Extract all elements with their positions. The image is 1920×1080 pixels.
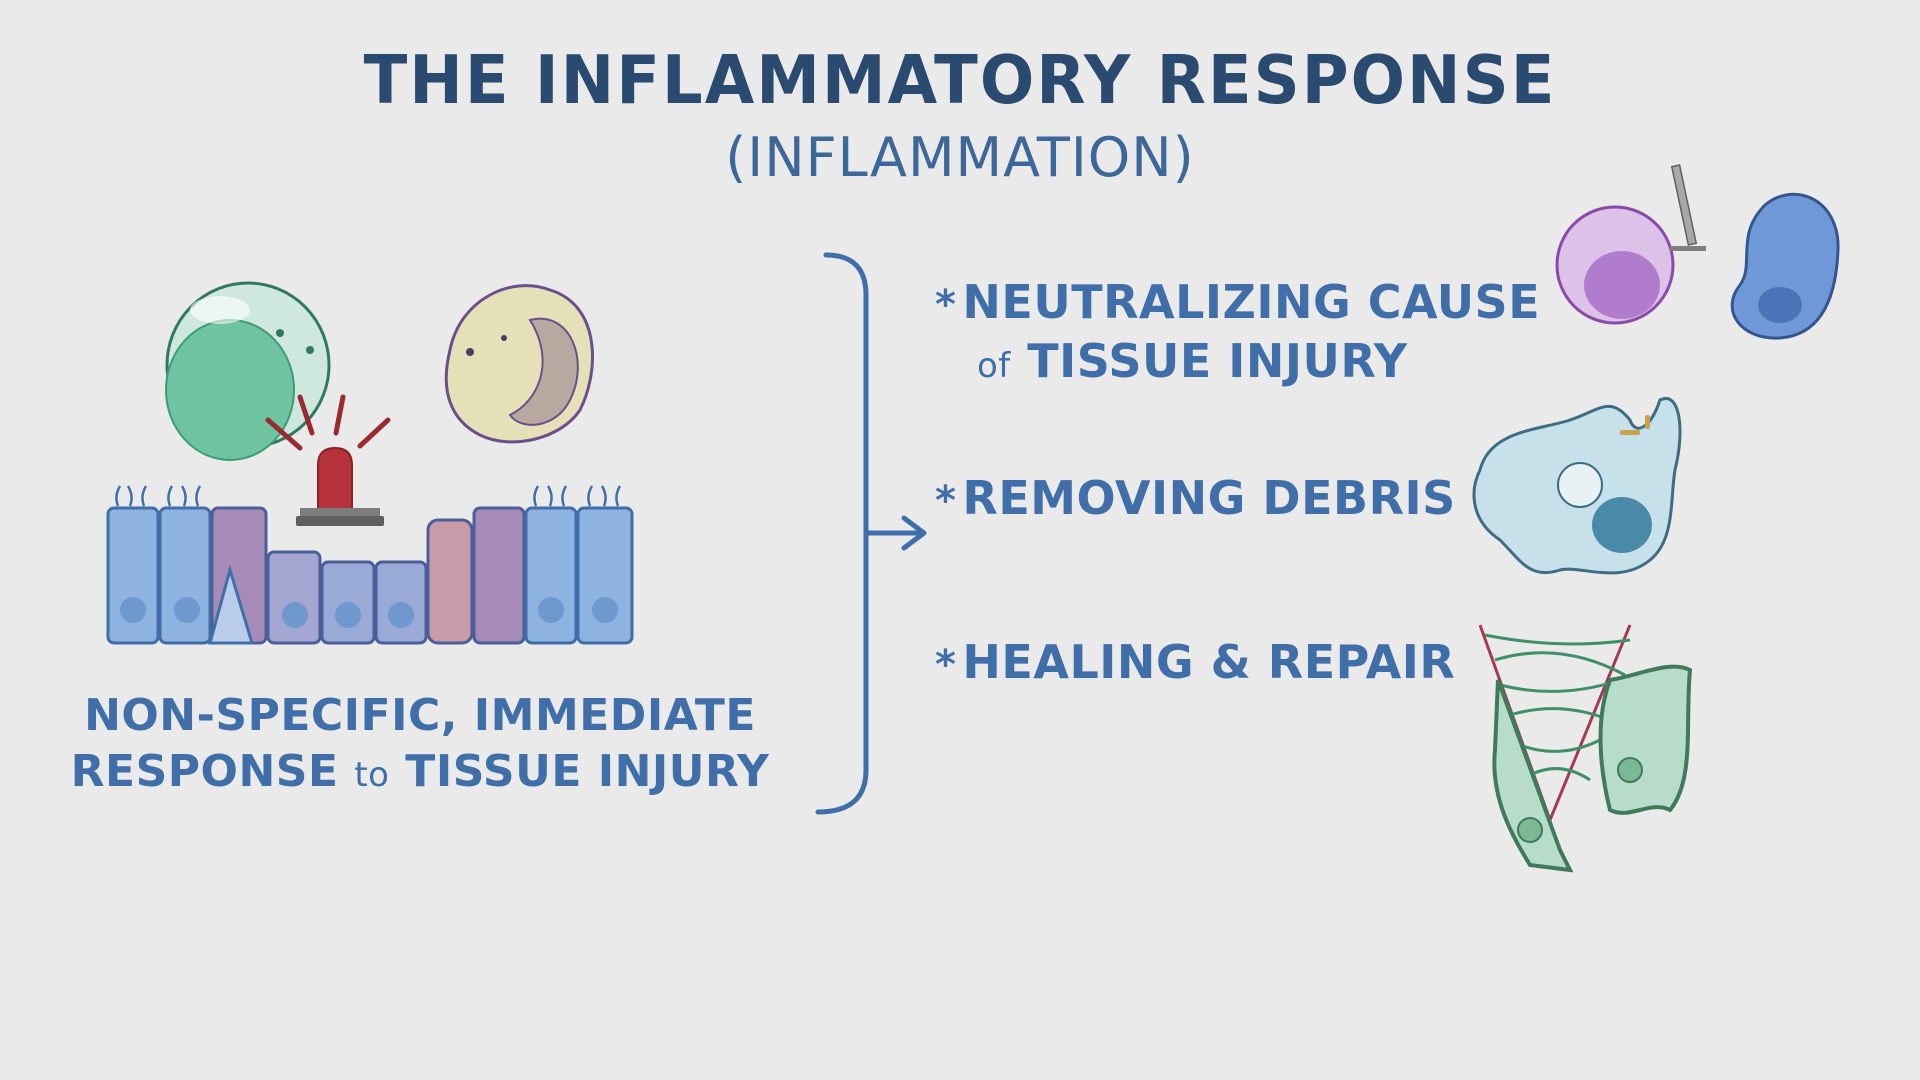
immune-cell-vs-bacterium-icon	[1555, 164, 1840, 340]
asterisk-icon: *	[935, 642, 957, 688]
outcome-healing-repair: *HEALING & REPAIR	[935, 635, 1456, 689]
asterisk-icon: *	[935, 478, 957, 524]
macrophage-icon	[1472, 396, 1682, 575]
caption-line-2: RESPONSE to TISSUE INJURY	[70, 746, 770, 797]
epithelial-cells-icon	[106, 485, 634, 645]
neutrophil-cell-icon	[444, 284, 594, 444]
lymphocyte-cell-icon	[165, 281, 331, 461]
alarm-siren-icon	[265, 394, 391, 526]
left-caption: NON-SPECIFIC, IMMEDIATE RESPONSE to TISS…	[60, 688, 780, 803]
page-title: THE INFLAMMATORY RESPONSE	[363, 42, 1557, 120]
outcome-neutralizing: *NEUTRALIZING CAUSE of TISSUE INJURY	[935, 275, 1541, 388]
fibroblast-repair-icon	[1478, 624, 1693, 873]
page-subtitle: (INFLAMMATION)	[725, 126, 1195, 189]
asterisk-icon: *	[935, 282, 957, 328]
outcome-removing-debris: *REMOVING DEBRIS	[935, 471, 1456, 525]
caption-line-1: NON-SPECIFIC, IMMEDIATE	[84, 690, 756, 741]
tissue-injury-illustration	[106, 281, 634, 645]
bracket-arrow-icon	[815, 252, 927, 815]
